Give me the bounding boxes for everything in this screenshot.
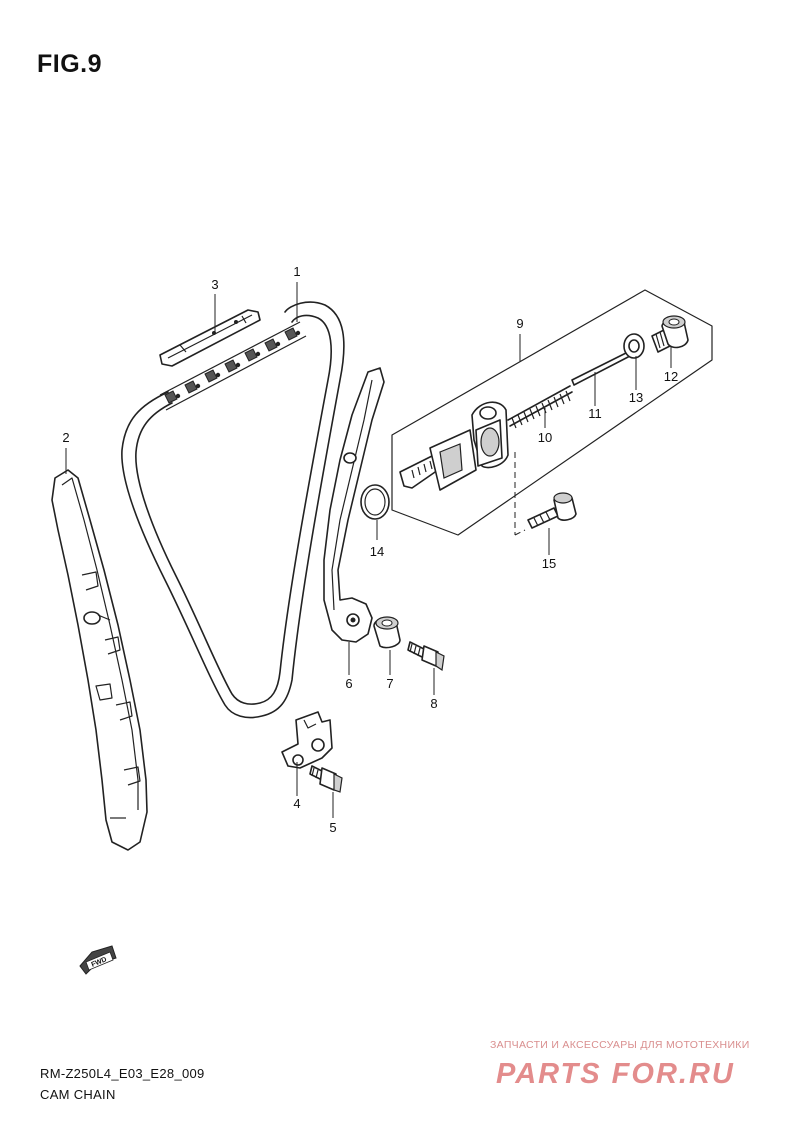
sealing-washer [623,333,645,359]
bolt-15 [527,492,577,529]
diagram-code: RM-Z250L4_E03_E28_009 [40,1066,205,1081]
part-label-13[interactable]: 13 [629,390,643,405]
part-label-9[interactable]: 9 [516,316,523,331]
bolt-8 [407,641,445,672]
leader-lines [65,282,672,818]
part-label-1[interactable]: 1 [293,264,300,279]
figure-title: FIG.9 [37,50,103,78]
part-label-8[interactable]: 8 [430,696,437,711]
part-label-7[interactable]: 7 [386,676,393,691]
guide-bracket [281,711,333,769]
spacer [373,616,401,649]
part-label-14[interactable]: 14 [370,544,384,559]
cam-chain [121,301,345,719]
watermark-tagline: ЗАПЧАСТИ И АКСЕССУАРЫ ДЛЯ МОТОТЕХНИКИ [490,1039,750,1051]
tensioner-assembly-box [391,289,713,536]
part-label-5[interactable]: 5 [329,820,336,835]
chain-links [159,321,307,411]
part-label-11[interactable]: 11 [588,406,602,421]
part-label-12[interactable]: 12 [664,369,678,384]
part-label-2[interactable]: 2 [62,430,69,445]
cap-bolt [651,315,689,353]
chain-guide-rear [51,469,148,851]
tensioner-guide [323,367,385,643]
watermark-site: PARTS FOR.RU [496,1058,735,1090]
part-label-10[interactable]: 10 [538,430,552,445]
part-label-15[interactable]: 15 [542,556,556,571]
gasket [360,484,390,520]
tensioner-rod [571,351,631,386]
part-label-6[interactable]: 6 [345,676,352,691]
chain-tensioner [399,401,509,491]
part-label-4[interactable]: 4 [293,796,300,811]
bolt-5 [309,765,343,793]
diagram-name: CAM CHAIN [40,1087,116,1102]
part-labels: 1 2 3 4 5 6 7 8 9 10 11 13 12 14 15 [62,264,678,835]
watermark: PARTS FOR.RU [496,1058,735,1090]
tensioner-spring [507,385,573,429]
part-label-3[interactable]: 3 [211,277,218,292]
forward-arrow-icon: FWD [79,945,117,975]
chain-guide-top [159,309,261,367]
